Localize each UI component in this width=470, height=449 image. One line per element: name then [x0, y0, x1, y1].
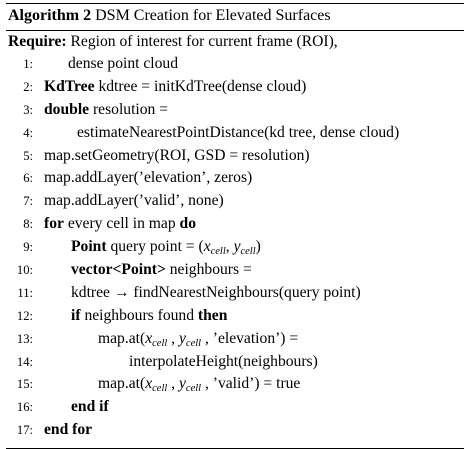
type-keyword: vector<Point> — [71, 261, 166, 279]
math-x-subscript: cell — [210, 246, 226, 258]
then-keyword: then — [197, 306, 228, 324]
code-line-3: 3: double resolution = — [6, 99, 464, 122]
algorithm-caption: Algorithm 2 DSM Creation for Elevated Su… — [6, 4, 464, 30]
code-line-1: 1: dense point cloud — [6, 53, 464, 76]
code-line-11: 11: kdtree → findNearestNeighbours(query… — [6, 282, 464, 305]
line-number: 9: — [23, 240, 33, 255]
line-number: 17: — [16, 423, 33, 438]
math-y-subscript: cell — [185, 383, 202, 395]
line-number: 5: — [23, 148, 33, 163]
line-number: 13: — [16, 331, 33, 346]
line-number: 7: — [23, 194, 33, 209]
line-number: 15: — [16, 377, 33, 392]
algorithm-label: Algorithm 2 — [8, 7, 92, 24]
if-keyword: if — [71, 306, 81, 324]
code-line-16: 16: end if — [6, 396, 464, 419]
math-y: y — [178, 375, 186, 393]
math-y-subscript: cell — [240, 246, 256, 258]
line-number: 1: — [23, 57, 33, 71]
line-number: 4: — [23, 125, 33, 140]
line-suffix: , ’elevation’) = — [204, 329, 299, 347]
code-line-7: 7: map.addLayer(’valid’, none) — [6, 190, 464, 213]
line-prefix: map.at( — [98, 375, 146, 393]
line-text: interpolateHeight(neighbours) — [129, 352, 318, 370]
code-line-2: 2: KdTree kdtree = initKdTree(dense clou… — [6, 76, 464, 99]
line-number: 2: — [23, 79, 33, 94]
for-keyword: for — [44, 215, 64, 233]
math-y: y — [178, 329, 186, 347]
math-x-subscript: cell — [152, 337, 168, 349]
math-x: x — [145, 375, 153, 393]
line-text: map.addLayer(’elevation’, zeros) — [44, 169, 253, 187]
line-number: 11: — [17, 285, 33, 300]
type-keyword: KdTree — [44, 77, 95, 95]
line-text: every cell in map — [67, 215, 176, 233]
math-x: x — [145, 329, 153, 347]
line-text: dense point cloud — [68, 55, 179, 72]
end-if-keyword: end if — [71, 398, 109, 416]
code-line-8: 8: for every cell in map do — [6, 213, 464, 236]
line-prefix: map.at( — [98, 329, 146, 347]
line-text: neighbours = — [169, 261, 252, 279]
code-line-17: 17: end for — [6, 419, 464, 442]
math-y-subscript: cell — [185, 337, 202, 349]
code-line-12: 12: if neighbours found then — [6, 305, 464, 328]
require-keyword: Require: — [8, 33, 67, 50]
line-text: estimateNearestPointDistance(kd tree, de… — [77, 123, 400, 141]
line-number: 6: — [23, 171, 33, 186]
line-text: map.setGeometry(ROI, GSD = resolution) — [44, 146, 310, 164]
code-line-13: 13: map.at(xcell , ycell , ’elevation’) … — [6, 328, 464, 351]
require-line: Require: Region of interest for current … — [6, 31, 464, 53]
line-number: 10: — [16, 263, 33, 278]
line-suffix: , ’valid’) = true — [204, 375, 301, 393]
line-text: query point = — [110, 238, 195, 256]
do-keyword: do — [179, 215, 197, 233]
line-text: map.addLayer(’valid’, none) — [44, 192, 224, 210]
type-keyword: double — [44, 100, 90, 118]
algorithm-title: DSM Creation for Elevated Surfaces — [95, 7, 331, 24]
line-number: 16: — [16, 400, 33, 415]
code-line-10: 10: vector<Point> neighbours = — [6, 259, 464, 282]
code-line-14: 14: interpolateHeight(neighbours) — [6, 351, 464, 374]
algorithm-block: Algorithm 2 DSM Creation for Elevated Su… — [6, 3, 464, 449]
line-text: resolution = — [92, 100, 169, 118]
line-text: kdtree = initKdTree(dense cloud) — [98, 77, 307, 95]
line-number: 3: — [23, 102, 33, 117]
math-x-subscript: cell — [152, 383, 168, 395]
line-text: kdtree → findNearestNeighbours(query poi… — [71, 283, 361, 301]
line-number: 8: — [23, 217, 33, 232]
code-line-9: 9: Point query point = (xcell, ycell) — [6, 236, 464, 259]
code-line-15: 15: map.at(xcell , ycell , ’valid’) = tr… — [6, 373, 464, 396]
line-text: neighbours found — [84, 306, 195, 324]
caption-rule — [6, 30, 464, 31]
type-keyword: Point — [71, 238, 107, 256]
line-number: 14: — [16, 354, 33, 369]
line-number: 12: — [16, 308, 33, 323]
math-y: y — [233, 238, 241, 256]
end-for-keyword: end for — [44, 421, 93, 439]
math-x: x — [203, 238, 211, 256]
require-text: Region of interest for current frame (RO… — [70, 33, 338, 50]
code-line-6: 6: map.addLayer(’elevation’, zeros) — [6, 167, 464, 190]
code-line-4: 4: estimateNearestPointDistance(kd tree,… — [6, 122, 464, 145]
top-rule — [6, 3, 464, 4]
code-line-5: 5: map.setGeometry(ROI, GSD = resolution… — [6, 145, 464, 168]
